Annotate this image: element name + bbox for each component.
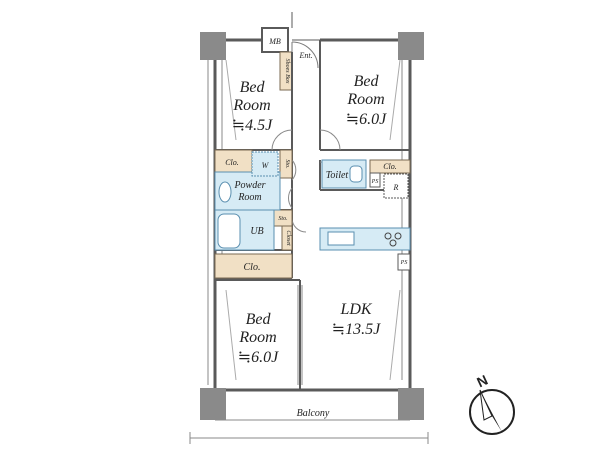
balcony-label: Balcony xyxy=(297,408,330,419)
bed-nw-label: Bed xyxy=(240,79,266,96)
closet-label: Closet xyxy=(285,230,291,246)
bed-ne-size: ≒6.0J xyxy=(346,111,387,128)
entrance-area xyxy=(261,12,320,91)
washer-label: W xyxy=(262,161,270,170)
powder-label: Powder xyxy=(233,180,265,191)
shoes-box-label: Shoes Box xyxy=(284,59,290,84)
clo-left-label: Clo. xyxy=(225,158,239,167)
ub-label: UB xyxy=(250,226,263,237)
sto-lower-label: Sto. xyxy=(278,216,287,222)
powder-label-2: Room xyxy=(237,192,261,203)
mb-label: MB xyxy=(268,37,281,46)
bed-nw-label-2: Room xyxy=(232,97,270,114)
ldk-size: ≒13.5J xyxy=(332,321,381,338)
ps-upper-label: PS xyxy=(371,179,379,185)
fridge-label: R xyxy=(393,183,399,192)
ldk-label: LDK xyxy=(339,301,372,318)
bed-sw-label-2: Room xyxy=(238,329,276,346)
ps-lower-label: PS xyxy=(400,260,408,266)
bed-ne-label: Bed xyxy=(354,73,380,90)
pillars xyxy=(200,32,424,420)
sto-upper-label: Sto. xyxy=(284,159,290,168)
toilet-label: Toilet xyxy=(326,170,349,181)
closets xyxy=(214,149,411,279)
bed-nw-size: ≒4.5J xyxy=(232,117,273,134)
room-labels: Bed Room ≒4.5J Bed Room ≒6.0J Bed Room ≒… xyxy=(225,37,407,419)
clo-right-label: Clo. xyxy=(383,162,397,171)
bed-sw-label: Bed xyxy=(246,311,272,328)
bed-sw-size: ≒6.0J xyxy=(238,349,279,366)
ent-label: Ent. xyxy=(298,51,312,60)
bed-ne-label-2: Room xyxy=(346,91,384,108)
sliding-partition xyxy=(297,285,303,385)
wet-area xyxy=(214,151,409,251)
compass-north-label: N xyxy=(474,372,490,391)
clo-bottom-label: Clo. xyxy=(244,262,261,273)
compass-icon: N xyxy=(469,372,515,435)
window-marks xyxy=(225,59,401,381)
kitchen-counter xyxy=(319,227,411,271)
